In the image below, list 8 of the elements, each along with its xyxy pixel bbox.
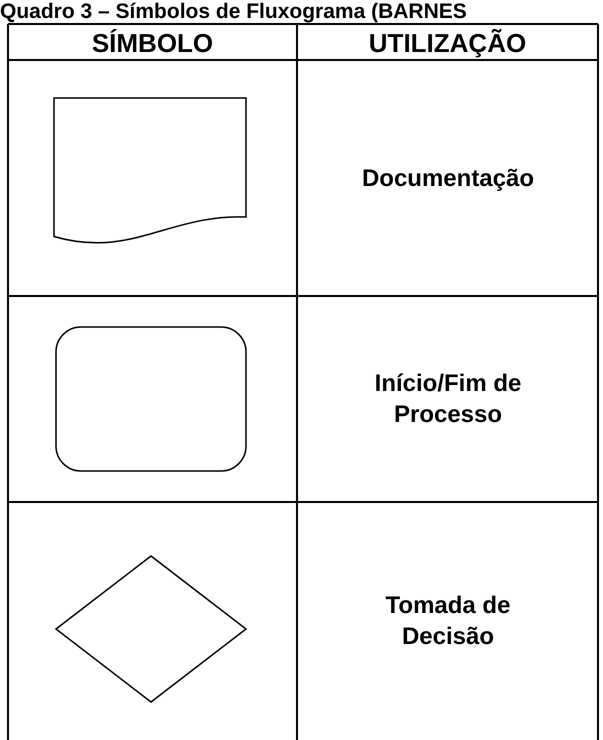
usage-text: Documentação: [360, 164, 536, 194]
table-title: Quadro 3 – Símbolos de Fluxograma (BARNES: [0, 1, 468, 23]
usage-text: Início/Fim de Processo: [374, 369, 522, 430]
column-header: UTILIZAÇÃO: [368, 27, 528, 60]
decision-symbol: [55, 555, 247, 703]
terminator-symbol: [55, 326, 247, 472]
usage-text: Tomada de Decisão: [384, 591, 512, 652]
column-header: SÍMBOLO: [90, 27, 214, 60]
